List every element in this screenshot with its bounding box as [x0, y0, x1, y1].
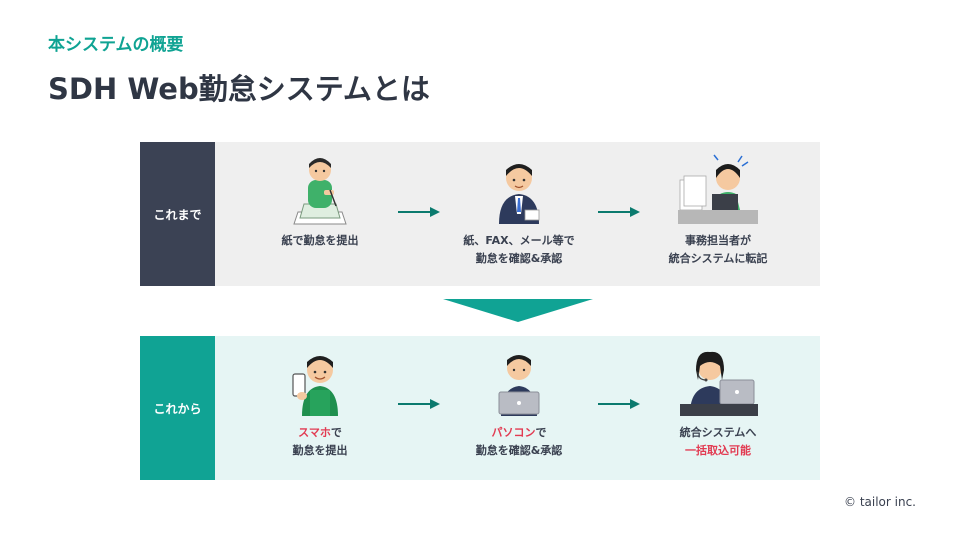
after-step2-rest: で [535, 426, 547, 439]
after-step-import: 統合システムへ 一括取込可能 [633, 346, 803, 460]
page-title: SDH Web勤怠システムとは [48, 72, 430, 106]
before-step-paper: 紙で勤怠を提出 [235, 154, 405, 250]
arrow-right-icon [598, 207, 640, 217]
before-step-approve: 紙、FAX、メール等で 勤怠を確認&承認 [434, 154, 604, 268]
smartphone-person-icon [292, 356, 338, 416]
pc-person-icon [498, 355, 540, 416]
arrow-right-icon [598, 399, 640, 409]
after-step-smartphone: スマホで 勤怠を提出 [235, 346, 405, 460]
before-step3-line1: 事務担当者が [685, 234, 751, 247]
after-step3-line1: 統合システムへ [679, 426, 757, 439]
paper-writing-person-icon [293, 158, 347, 225]
after-step1-rest: で [330, 426, 342, 439]
busy-clerk-icon [678, 154, 758, 224]
copyright: © tailor inc. [844, 495, 916, 509]
section-label: 本システムの概要 [48, 35, 184, 55]
after-step-pc: パソコンで 勤怠を確認&承認 [434, 346, 604, 460]
before-tag: これまで [140, 142, 215, 286]
operator-headset-icon [680, 351, 758, 416]
after-tag: これから [140, 336, 215, 480]
before-step2-line1: 紙、FAX、メール等で [463, 234, 575, 247]
arrow-right-icon [398, 399, 440, 409]
triangle-down-icon [443, 299, 593, 322]
before-step2-line2: 勤怠を確認&承認 [475, 252, 563, 265]
arrow-right-icon [398, 207, 440, 217]
after-panel: これから スマホで 勤怠を提出 [140, 336, 820, 480]
before-step1-line1: 紙で勤怠を提出 [281, 234, 359, 247]
after-step1-highlight: スマホ [298, 426, 331, 439]
before-panel: これまで 紙で勤怠を提出 [140, 142, 820, 286]
manager-person-icon [499, 164, 540, 224]
after-step2-line2: 勤怠を確認&承認 [475, 444, 563, 457]
after-step3-highlight: 一括取込可能 [685, 444, 751, 457]
after-step2-highlight: パソコン [491, 426, 536, 439]
before-step3-line2: 統合システムに転記 [668, 252, 768, 265]
after-step1-line2: 勤怠を提出 [292, 444, 348, 457]
before-step-transcribe: 事務担当者が 統合システムに転記 [633, 154, 803, 268]
